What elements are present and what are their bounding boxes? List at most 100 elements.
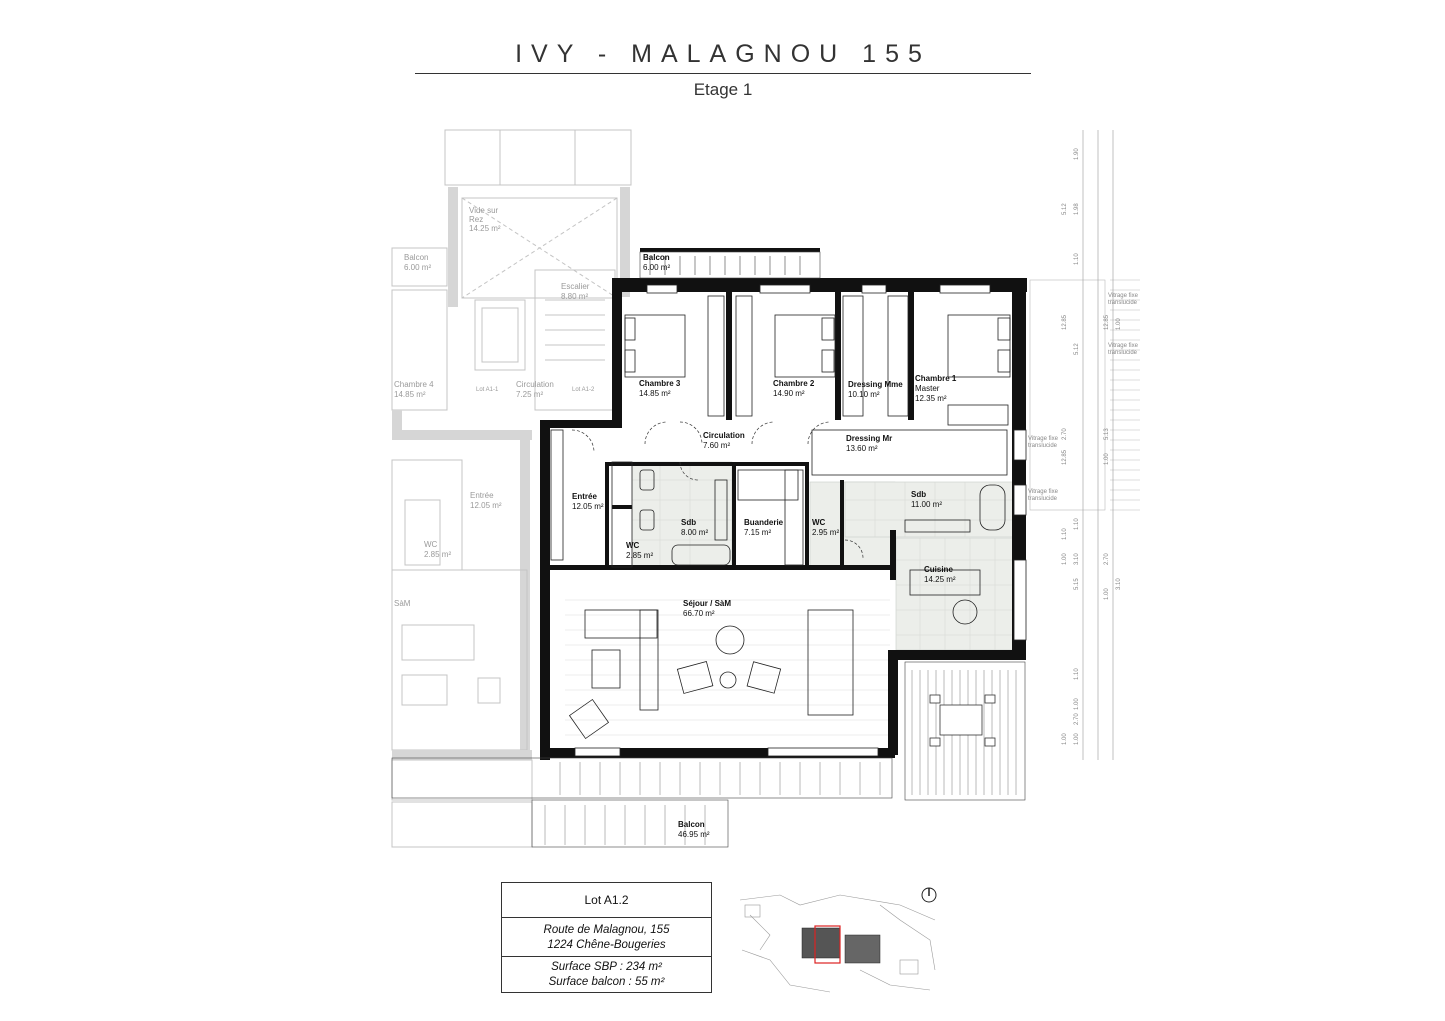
room-name: Entrée: [572, 492, 597, 501]
room-area: 6.00 m²: [643, 263, 670, 272]
dimension-value: 1.00: [1074, 733, 1080, 745]
dimension-value: 5.15: [1074, 578, 1080, 590]
dimension-value: 5.12: [1074, 343, 1080, 355]
lot-number: Lot A1.2: [502, 883, 711, 918]
dimension-value: 1.00: [1062, 733, 1068, 745]
dimension-value: 1.00: [1104, 453, 1110, 465]
dimension-value: 1.10: [1062, 528, 1068, 540]
room-name: Rez: [469, 215, 483, 224]
room-name: Chambre 4: [394, 380, 434, 389]
room-name: WC: [424, 540, 438, 549]
room-name: Séjour / SàM: [683, 599, 731, 608]
room-name: WC: [812, 518, 826, 527]
room-area: 8.80 m²: [561, 292, 588, 301]
room-area: 2.95 m²: [812, 528, 839, 537]
surface-balcon: Surface balcon : 55 m²: [548, 976, 665, 988]
room-area: 66.70 m²: [683, 609, 715, 618]
tiled-floors: [631, 461, 1017, 651]
dimension-value: 1.90: [1074, 148, 1080, 160]
facade-note: Vitrage fixe: [1108, 343, 1139, 349]
facade-note: Vitrage fixe: [1108, 293, 1139, 299]
surface-sbp: Surface SBP : 234 m²: [551, 961, 662, 973]
dimension-labels: 1.90 1.98 1.10 5.12 1.10 3.10 5.15 1.10 1.00 2.70…: [1062, 148, 1122, 745]
lot-info-box: Lot A1.2 Route de Malagnou, 155 1224 Chê…: [501, 882, 712, 993]
facade-note: translucide: [1028, 443, 1058, 449]
room-area: 14.25 m²: [924, 575, 956, 584]
dimension-value: 1.98: [1074, 203, 1080, 215]
room-area: 12.05 m²: [470, 501, 502, 510]
room-area: 2.85 m²: [626, 551, 653, 560]
room-name: WC: [626, 541, 640, 550]
dimension-value: 3.10: [1116, 578, 1122, 590]
page-title: IVY - MALAGNOU 155: [515, 40, 931, 68]
tile-grid: [632, 462, 1016, 650]
dimension-value: 1.10: [1074, 253, 1080, 265]
room-name: Balcon: [643, 253, 670, 262]
dimension-value: 1.00: [1074, 698, 1080, 710]
parquet: [565, 599, 890, 736]
dimension-value: 1.00: [1062, 553, 1068, 565]
facade-strip: [1029, 279, 1140, 511]
room-name: Entrée: [470, 491, 494, 500]
dimension-value: 12.85: [1062, 314, 1068, 330]
dimension-value: 12.85: [1104, 314, 1110, 330]
lot-address: Route de Malagnou, 155 1224 Chêne-Bouger…: [502, 918, 711, 957]
room-name: Circulation: [703, 431, 745, 440]
dimension-value: 1.00: [1104, 588, 1110, 600]
facade-note: translucide: [1108, 300, 1138, 306]
room-name: Circulation: [516, 380, 554, 389]
facade-note: Vitrage fixe: [1028, 489, 1059, 495]
room-name: Cuisine: [924, 565, 953, 574]
room-name: Lot A1-2: [572, 387, 595, 393]
room-name: Chambre 3: [639, 379, 681, 388]
windows: [574, 284, 1027, 757]
dimension-value: 1.10: [1074, 518, 1080, 530]
address-line-2: 1224 Chêne-Bougeries: [547, 939, 666, 951]
room-name: Sdb: [911, 490, 926, 499]
dimension-value: 2.70: [1074, 713, 1080, 725]
room-area: 13.60 m²: [846, 444, 878, 453]
room-area: 6.00 m²: [404, 263, 431, 272]
dimension-value: 5.12: [1062, 203, 1068, 215]
room-area: 2.85 m²: [424, 550, 451, 559]
site-plan-thumbnail: [738, 887, 940, 994]
dimension-value: 12.85: [1062, 449, 1068, 465]
room-name: Sdb: [681, 518, 696, 527]
room-name: Dressing Mme: [848, 380, 903, 389]
fittings: [550, 295, 1011, 740]
room-area: 14.90 m²: [773, 389, 805, 398]
dimension-value: 3.10: [1074, 553, 1080, 565]
room-area: 14.85 m²: [394, 390, 426, 399]
room-name: Lot A1-1: [476, 387, 499, 393]
neighbor-unit: [391, 129, 632, 848]
doors: [571, 421, 864, 559]
facade-note: translucide: [1028, 496, 1058, 502]
facade-note: translucide: [1108, 350, 1138, 356]
dimension-lines: [1082, 130, 1114, 760]
room-area: 8.00 m²: [681, 528, 708, 537]
lot-surfaces: Surface SBP : 234 m² Surface balcon : 55…: [502, 957, 711, 992]
room-name: Escalier: [561, 282, 590, 291]
facade-note: Vitrage fixe: [1028, 436, 1059, 442]
room-name: Balcon: [404, 253, 428, 262]
room-area: 12.35 m²: [915, 394, 947, 403]
room-area: 12.05 m²: [572, 502, 604, 511]
room-subtitle: Master: [915, 384, 940, 393]
address-line-1: Route de Malagnou, 155: [543, 924, 670, 936]
room-area: 7.60 m²: [703, 441, 730, 450]
room-area: 11.00 m²: [911, 500, 942, 509]
floor-label: Etage 1: [693, 80, 753, 99]
balcony-railings: [391, 251, 1026, 848]
room-area: 46.95 m²: [678, 830, 710, 839]
dimension-value: 5.13: [1104, 428, 1110, 440]
room-name: Buanderie: [744, 518, 784, 527]
title-divider: [415, 73, 1031, 74]
terrace-table: [929, 694, 996, 747]
room-area: 10.10 m²: [848, 390, 880, 399]
dimension-value: 1.10: [1074, 668, 1080, 680]
room-name: Vide sur: [469, 206, 499, 215]
room-area: 7.25 m²: [516, 390, 543, 399]
